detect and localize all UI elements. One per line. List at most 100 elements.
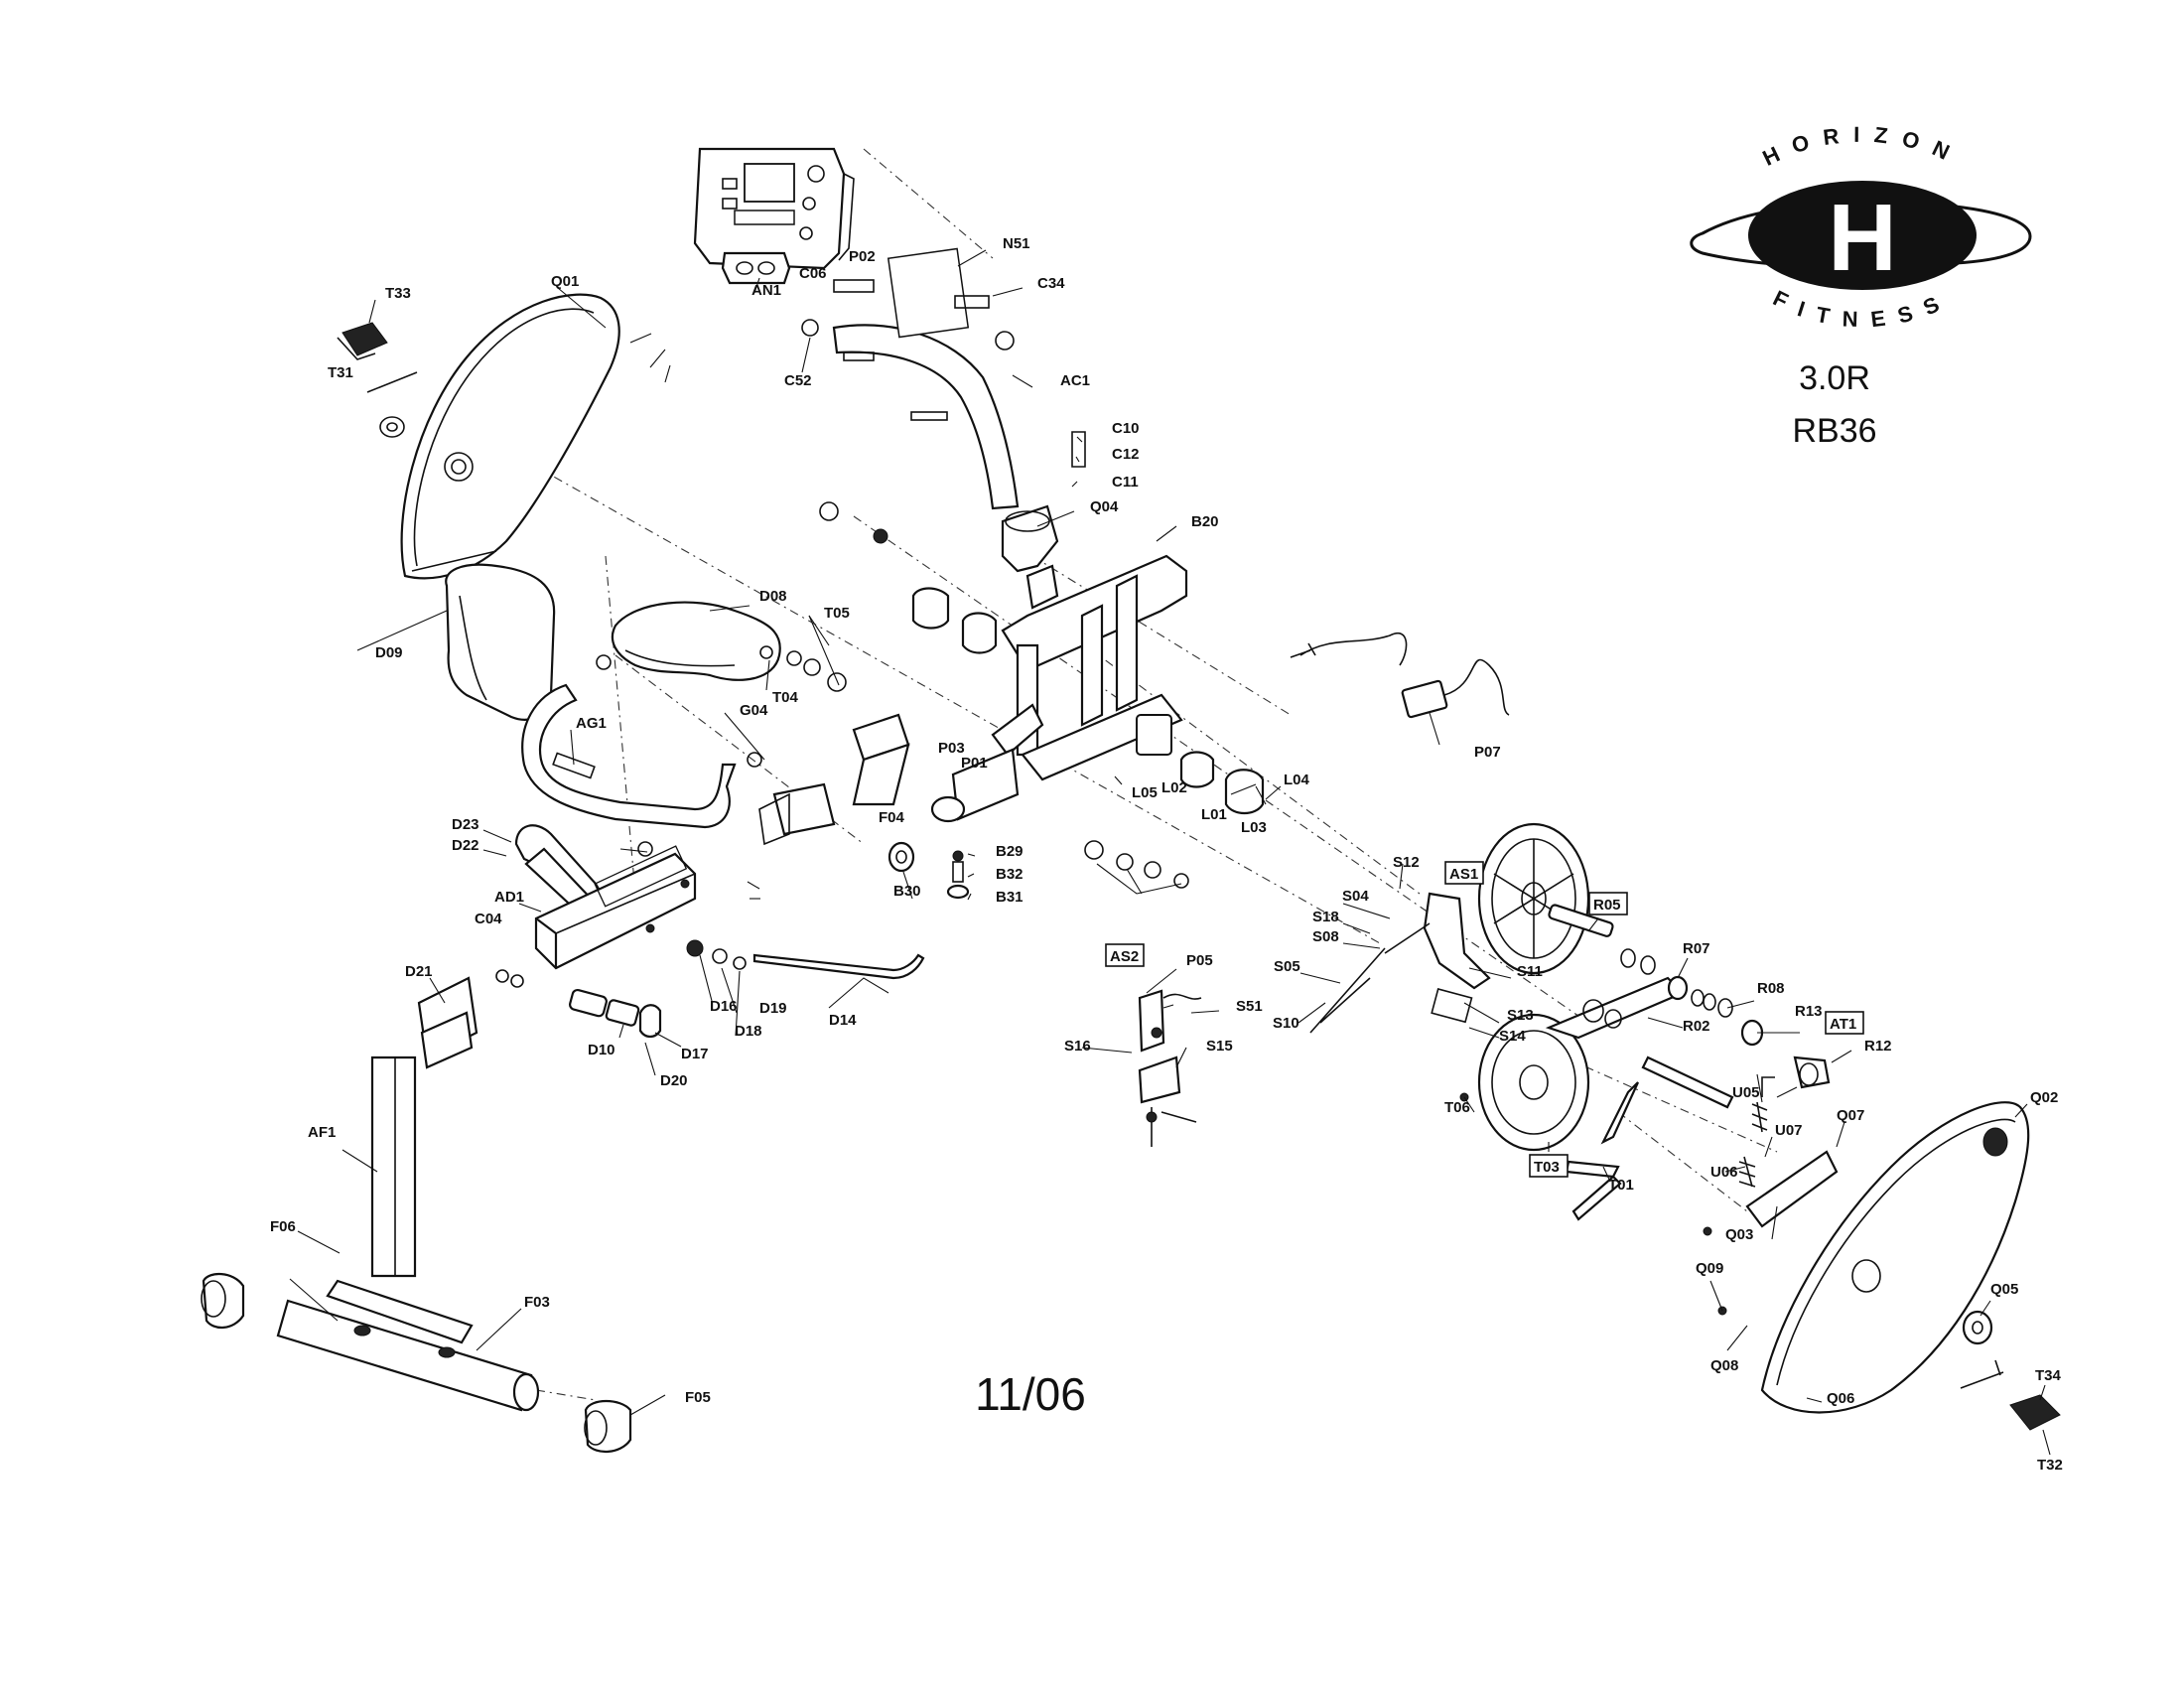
callout-box (1529, 1154, 1569, 1178)
callout-d10: D10 (588, 1042, 615, 1058)
callout-label: D21 (405, 963, 433, 980)
callout-label: T06 (1444, 1099, 1470, 1116)
callout-label: D16 (710, 998, 738, 1015)
callout-ag1: AG1 (576, 715, 607, 732)
callout-label: C11 (1112, 474, 1139, 491)
callout-label: S13 (1507, 1007, 1534, 1024)
callout-label: P03 (938, 740, 965, 757)
sensor-bracket (1138, 989, 1202, 1147)
callout-c11: C11 (1112, 474, 1139, 491)
callout-d17: D17 (681, 1046, 709, 1062)
callout-label: S08 (1312, 928, 1339, 945)
callout-l04: L04 (1284, 772, 1310, 788)
callout-label: P01 (961, 755, 988, 772)
callout-d18: D18 (735, 1023, 762, 1040)
callout-n51: N51 (1003, 235, 1030, 252)
callout-f03: F03 (524, 1294, 550, 1311)
date-code: 11/06 (975, 1368, 1086, 1420)
callout-p02: P02 (849, 248, 876, 265)
callout-u05: U05 (1732, 1084, 1760, 1101)
callout-box (1825, 1011, 1864, 1035)
rear-shroud-right (1745, 1101, 2030, 1414)
seat-adjust-lever (752, 953, 925, 980)
callout-label: R05 (1593, 897, 1621, 914)
callout-label: G04 (740, 702, 768, 719)
callout-label: AC1 (1060, 372, 1090, 389)
callout-d22: D22 (452, 837, 479, 854)
callout-label: B29 (996, 843, 1024, 860)
callout-b30: B30 (893, 883, 921, 900)
seat-frame (521, 683, 737, 829)
leader-lines (289, 249, 2051, 1456)
callout-label: N51 (1003, 235, 1030, 252)
callout-c34: C34 (1037, 275, 1065, 292)
callout-t34: T34 (2035, 1367, 2062, 1384)
callout-label: S05 (1274, 958, 1300, 975)
callout-p05: P05 (1186, 952, 1213, 969)
callout-q01: Q01 (551, 273, 579, 290)
callout-d19: D19 (759, 1000, 787, 1017)
callout-box (1105, 943, 1145, 967)
pedal-right (1960, 1359, 2061, 1431)
callout-q03: Q03 (1725, 1226, 1753, 1243)
callout-label: S11 (1517, 963, 1543, 980)
callout-t32: T32 (2037, 1457, 2063, 1474)
callout-t04: T04 (772, 689, 799, 706)
horizon-fitness-logo: H HORIZON FITNESS (1690, 122, 2032, 332)
callout-d08: D08 (759, 588, 787, 605)
callout-label: Q07 (1837, 1107, 1864, 1124)
callout-label: P07 (1474, 744, 1501, 761)
callout-s11: S11 (1517, 963, 1543, 980)
callout-label: AF1 (308, 1124, 336, 1141)
callout-label: Q05 (1990, 1281, 2018, 1298)
flywheel (1477, 822, 1590, 975)
callout-label: T32 (2037, 1457, 2063, 1474)
seat-latch-parts (495, 939, 747, 1039)
callout-r08: R08 (1757, 980, 1785, 997)
callout-label: T03 (1534, 1159, 1560, 1176)
callout-label: P05 (1186, 952, 1213, 969)
callout-label: B32 (996, 866, 1024, 883)
handlebar-post (801, 247, 1086, 510)
callout-label: D10 (588, 1042, 615, 1058)
callout-label: C12 (1112, 446, 1140, 463)
callout-label: L01 (1201, 806, 1227, 823)
callout-label: S12 (1393, 854, 1420, 871)
callout-label: D23 (452, 816, 479, 833)
callout-label: AT1 (1830, 1016, 1856, 1033)
callout-label: L03 (1241, 819, 1267, 836)
callout-af1: AF1 (308, 1124, 336, 1141)
callout-d20: D20 (660, 1072, 688, 1089)
rear-shroud-left (400, 293, 620, 580)
tension-bracket (1641, 1056, 1831, 1109)
callout-box (1588, 892, 1628, 915)
callout-s10: S10 (1273, 1015, 1299, 1032)
callout-p01: P01 (961, 755, 988, 772)
seat-back-cushion (445, 563, 556, 721)
callout-s18: S18 (1312, 909, 1339, 925)
callout-q05: Q05 (1990, 1281, 2018, 1298)
pedal-left (337, 322, 418, 438)
callout-q04: Q04 (1090, 498, 1119, 515)
callout-t03: T03 (1529, 1154, 1569, 1178)
axle-bushings (911, 587, 1265, 815)
callout-s05: S05 (1274, 958, 1300, 975)
callout-label: S10 (1273, 1015, 1299, 1032)
callout-s15: S15 (1206, 1038, 1233, 1055)
model-name: 3.0R (1799, 359, 1870, 397)
seat-post-cover (1001, 504, 1059, 610)
callout-d21: D21 (405, 963, 433, 980)
callout-label: L04 (1284, 772, 1310, 788)
callout-c10: C10 (1112, 420, 1140, 437)
rear-frame-upright (326, 976, 478, 1344)
callout-label: F05 (685, 1389, 711, 1406)
callout-label: L05 (1132, 784, 1158, 801)
callout-label: Q09 (1696, 1260, 1723, 1277)
callout-at1: AT1 (1825, 1011, 1864, 1035)
callout-g04: G04 (740, 702, 768, 719)
callout-label: T01 (1608, 1177, 1634, 1194)
callout-s12: S12 (1393, 854, 1420, 871)
callout-l05: L05 (1132, 784, 1158, 801)
callout-l03: L03 (1241, 819, 1267, 836)
